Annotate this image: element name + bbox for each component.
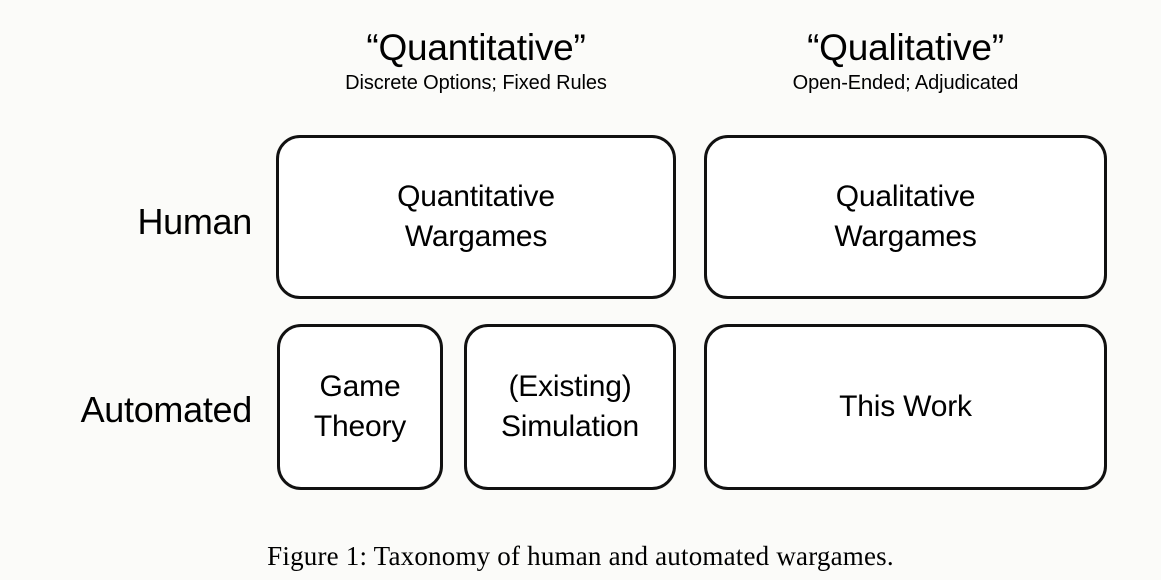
cell-label-this-work: This Work [839,390,972,423]
cell-label-quantitative-wargames: Quantitative Wargames [397,180,555,253]
cell-label-qualitative-wargames: Qualitative Wargames [834,180,977,253]
cell-human-qualitative: Qualitative Wargames [704,135,1107,299]
column-header-qualitative: “Qualitative” Open-Ended; Adjudicated [704,26,1107,96]
row-label-human: Human [137,201,252,242]
row-label-automated: Automated [80,389,253,430]
figure-caption: Figure 1: Taxonomy of human and automate… [267,541,894,571]
cell-human-quantitative: Quantitative Wargames [276,135,676,299]
cell-automated-quantitative-game-theory: Game Theory [277,324,443,490]
column-title-qualitative: “Qualitative” [807,27,1004,68]
cell-label-game-theory: Game Theory [313,370,407,443]
cell-automated-quantitative-existing-simulation: (Existing) Simulation [464,324,676,490]
column-header-quantitative: “Quantitative” Discrete Options; Fixed R… [276,26,676,96]
column-title-quantitative: “Quantitative” [366,27,586,68]
cell-automated-qualitative-this-work: This Work [704,324,1107,490]
column-subtitle-qualitative: Open-Ended; Adjudicated [792,72,1019,94]
column-subtitle-quantitative: Discrete Options; Fixed Rules [345,72,607,94]
cell-label-existing-simulation: (Existing) Simulation [500,370,640,443]
